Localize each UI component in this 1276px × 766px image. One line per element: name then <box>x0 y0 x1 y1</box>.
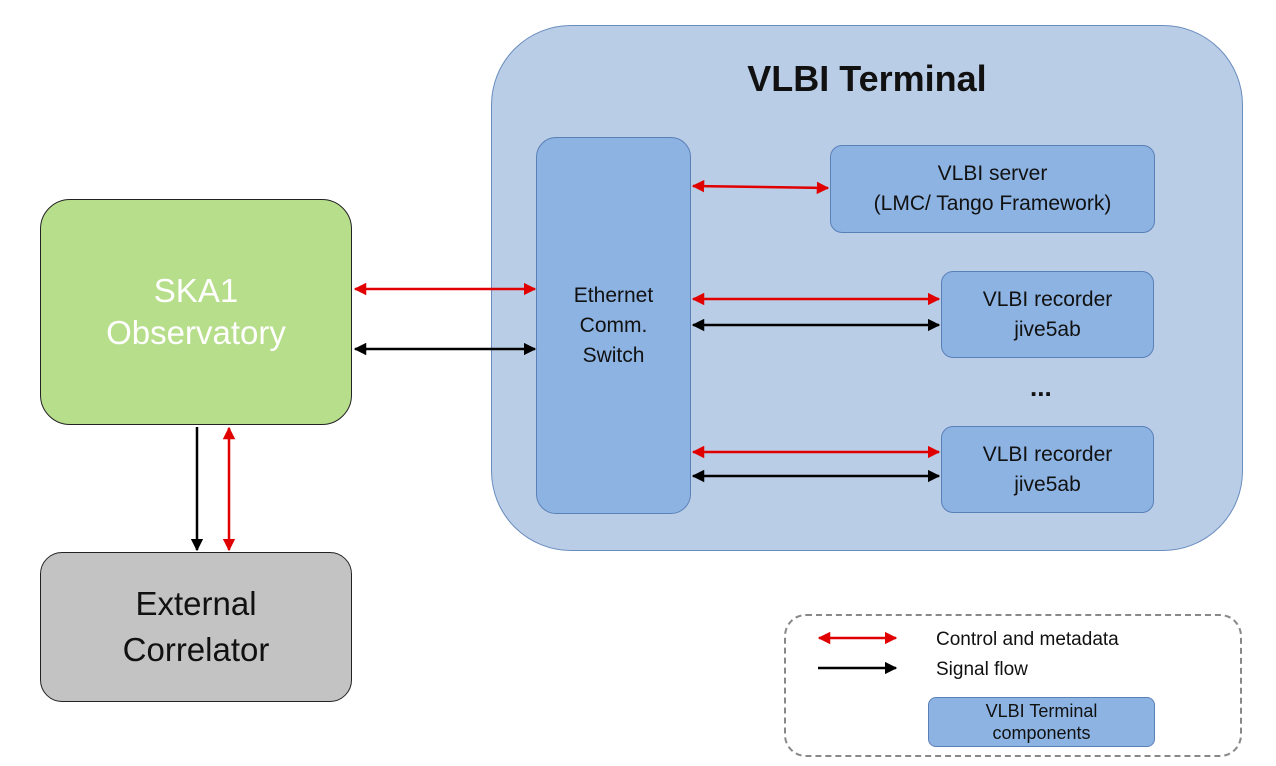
switch-label-line3: Switch <box>582 343 645 367</box>
correlator-label-line2: Correlator <box>122 631 270 668</box>
vlbi-server-box: VLBI server (LMC/ Tango Framework) <box>830 145 1155 233</box>
recorder-label-line2: jive5ab <box>1014 472 1081 496</box>
legend-component-line1: VLBI Terminal <box>985 701 1098 721</box>
ethernet-switch-box: Ethernet Comm. Switch <box>536 137 691 514</box>
vlbi-recorder-box: VLBI recorder jive5ab <box>941 426 1154 513</box>
recorder-label-line1: VLBI recorder <box>982 287 1113 311</box>
legend-signal-label: Signal flow <box>936 659 1028 680</box>
legend-control-label: Control and metadata <box>936 629 1119 650</box>
recorder-label-line1: VLBI recorder <box>982 442 1113 466</box>
legend-component-swatch: VLBI Terminal components <box>928 697 1155 747</box>
recorder-label-line2: jive5ab <box>1014 317 1081 341</box>
server-label-line2: (LMC/ Tango Framework) <box>873 192 1112 215</box>
more-recorders-ellipsis: ... <box>1030 372 1052 402</box>
switch-label-line1: Ethernet <box>573 283 654 307</box>
vlbi-terminal-title: VLBI Terminal <box>747 58 987 99</box>
vlbi-recorder-box: VLBI recorder jive5ab <box>941 271 1154 358</box>
switch-label-line2: Comm. <box>579 313 648 337</box>
observatory-label-line2: Observatory <box>106 314 286 351</box>
external-correlator-box: External Correlator <box>40 552 352 702</box>
correlator-label-line1: External <box>135 585 257 622</box>
legend-component-line2: components <box>992 723 1091 743</box>
observatory-label-line1: SKA1 <box>153 272 239 309</box>
server-label-line1: VLBI server <box>937 162 1048 185</box>
legend-box <box>784 614 1242 757</box>
ska1-observatory-box: SKA1 Observatory <box>40 199 352 425</box>
